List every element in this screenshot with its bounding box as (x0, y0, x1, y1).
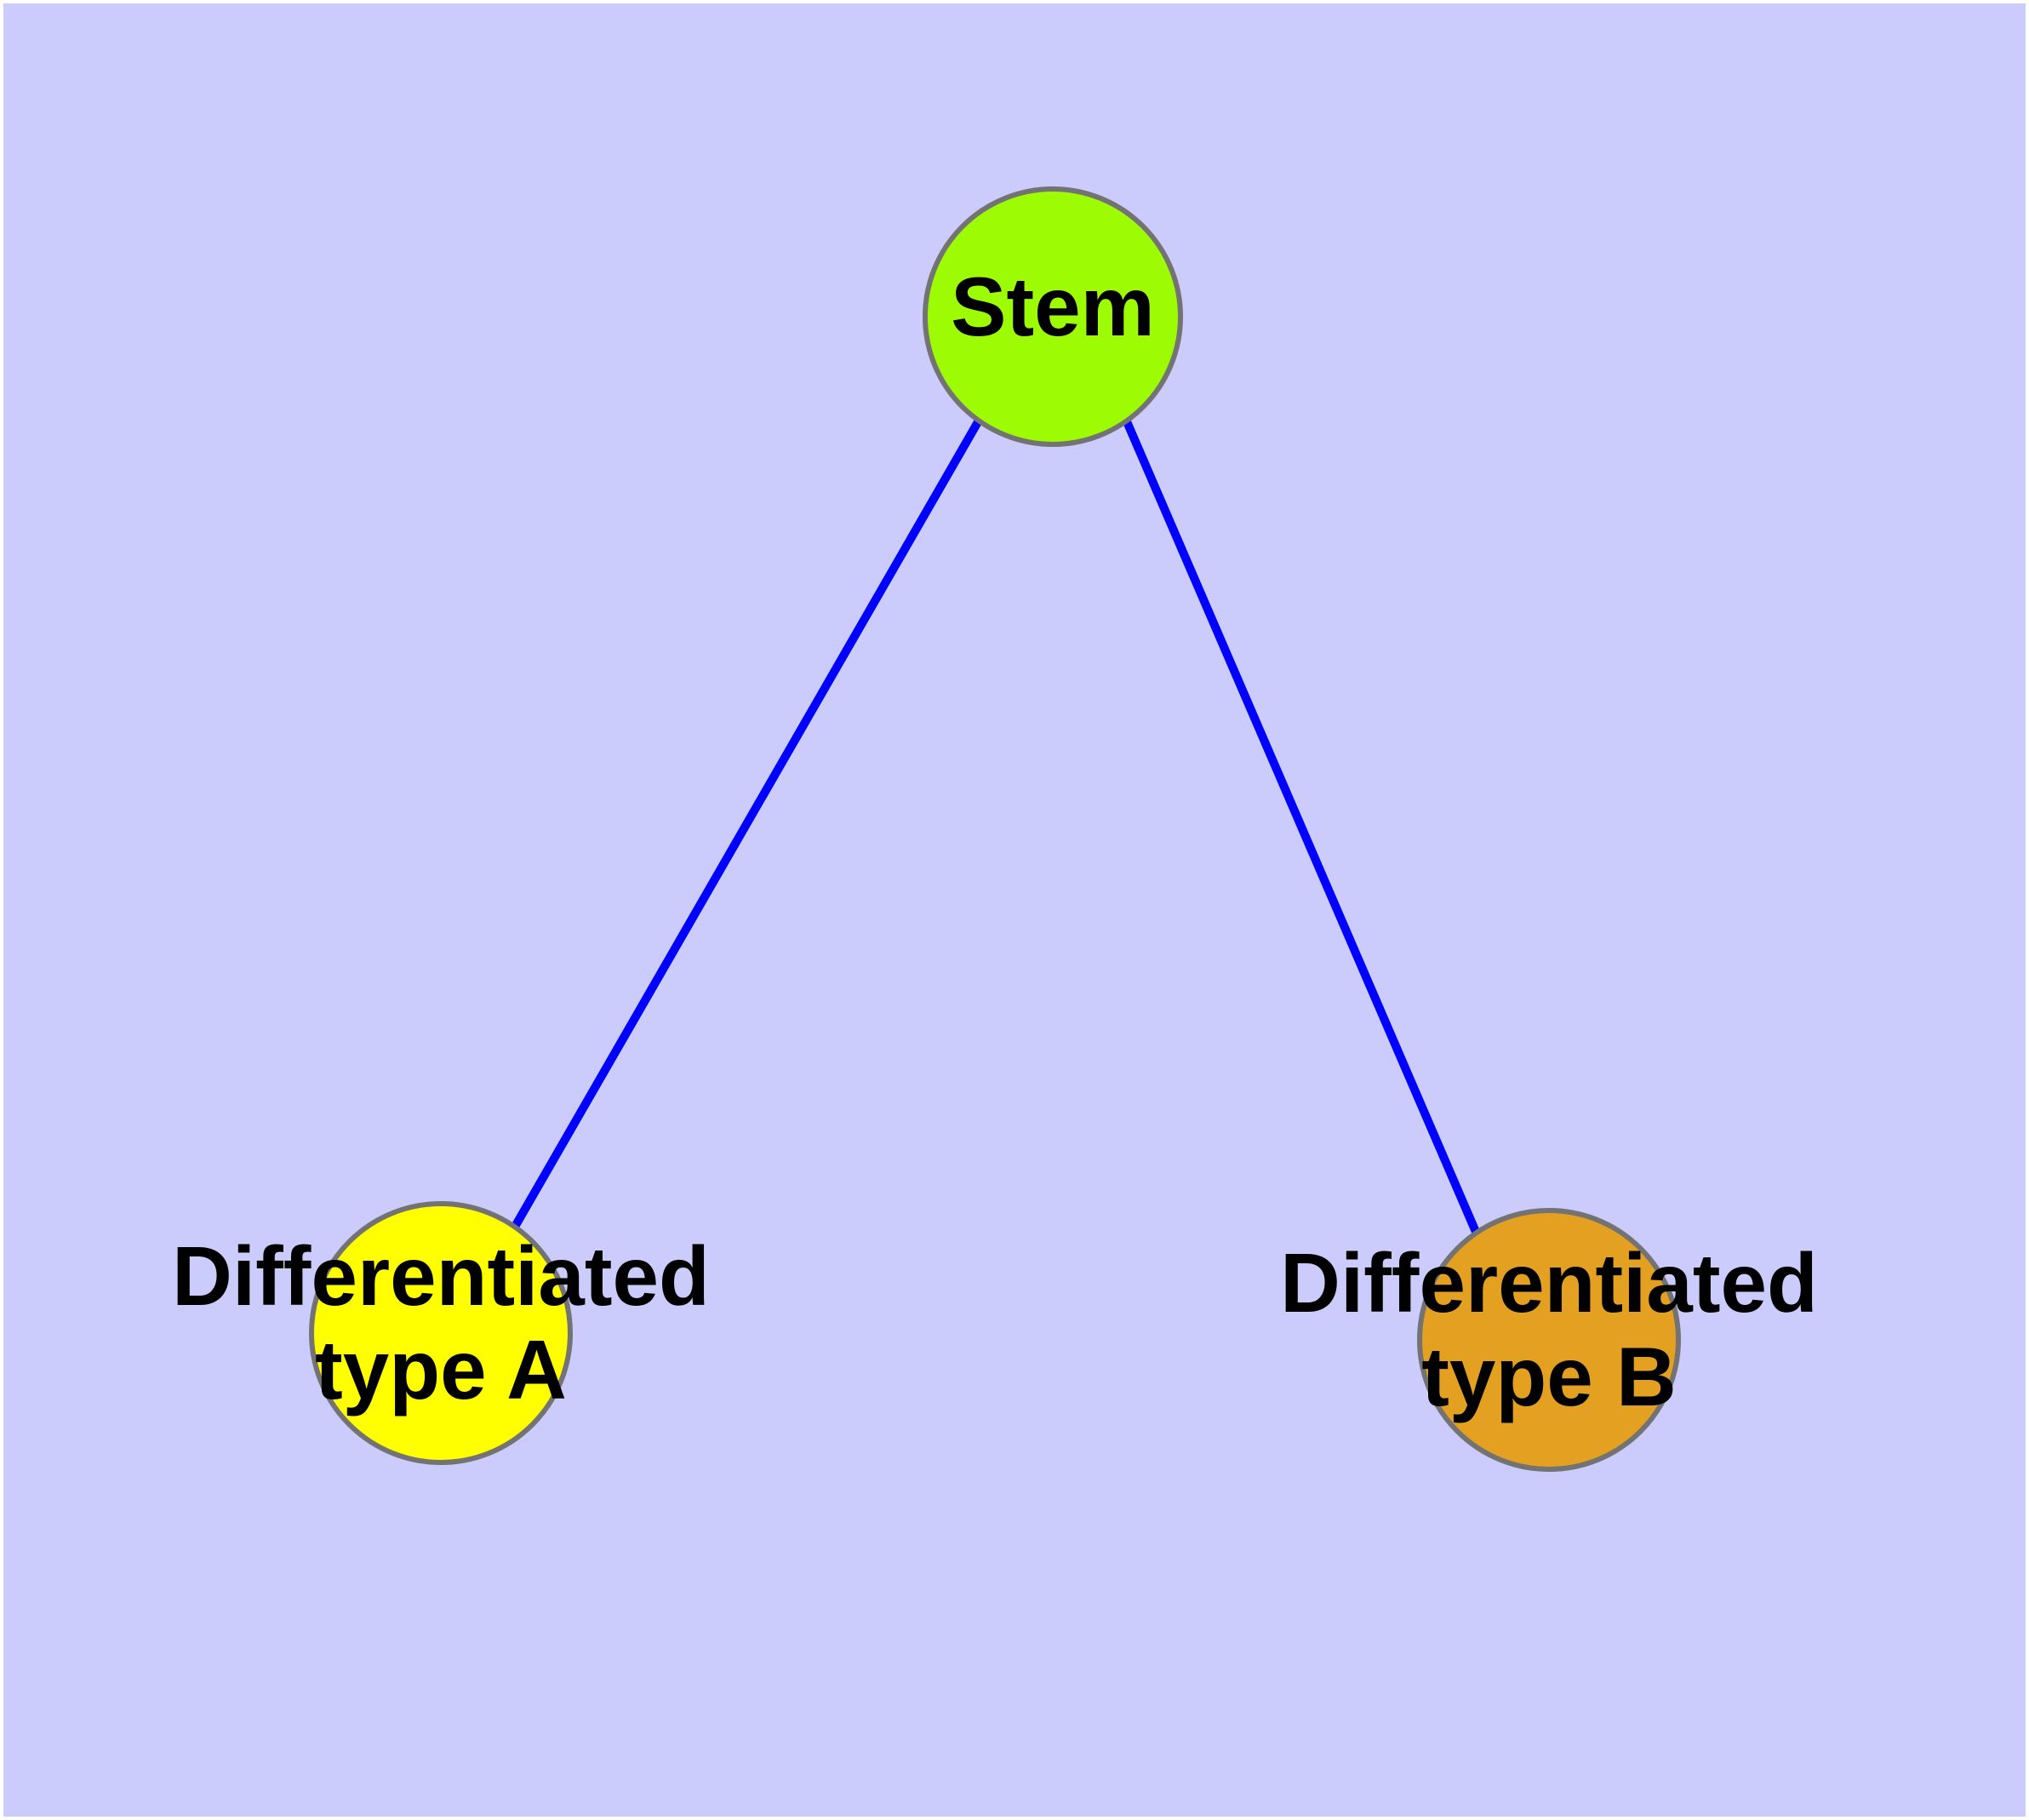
node-label-line: type B (1421, 1330, 1677, 1423)
edges-layer (511, 418, 1480, 1233)
node-label-line: Stem (951, 260, 1155, 353)
node-circle-stem[interactable] (923, 186, 1183, 447)
edge-stem-to-b (1122, 418, 1480, 1233)
node-label-line: type A (315, 1323, 567, 1417)
node-label-stem: Stem (951, 260, 1155, 353)
edge-stem-to-a (511, 418, 983, 1229)
node-stem[interactable]: Stem (923, 186, 1183, 447)
node-label-line: Differentiated (172, 1229, 710, 1323)
node-label-line: Differentiated (1280, 1236, 1818, 1330)
node-circle-diff-a[interactable] (309, 1201, 573, 1465)
node-circle-diff-b[interactable] (1417, 1208, 1681, 1472)
